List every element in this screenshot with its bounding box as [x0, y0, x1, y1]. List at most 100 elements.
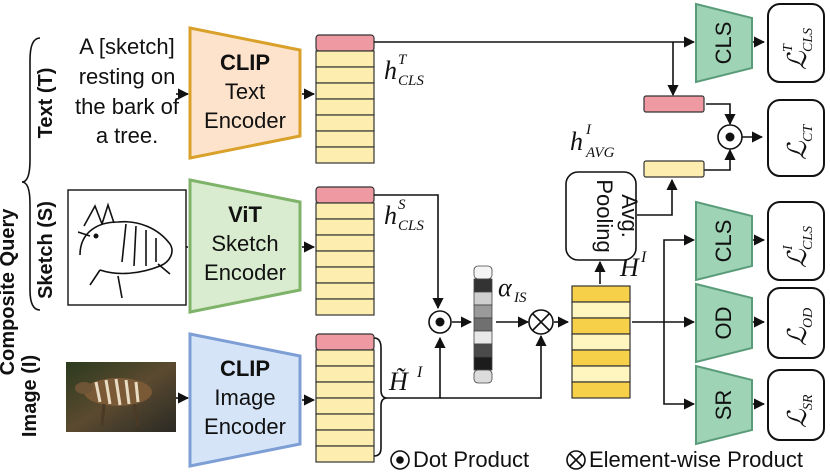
- loss-od-sub: OD: [801, 308, 816, 328]
- vit-sketch-encoder: ViT Sketch Encoder: [188, 178, 302, 314]
- legend: Dot Product Element-wise Product: [390, 447, 803, 472]
- pooling-line2: Pooling: [592, 179, 617, 252]
- image-input-label: Image (I): [19, 355, 41, 437]
- arrow-H-to-cls: [632, 234, 696, 323]
- head-cls-top-label: CLS: [711, 22, 736, 65]
- image-feature-token: [315, 445, 375, 463]
- H-cell: [571, 301, 631, 319]
- text-feature-token: [315, 98, 375, 116]
- text-line-4: a tree.: [96, 123, 158, 148]
- text-encoder-line2: Encoder: [204, 108, 286, 133]
- H-sup: I: [640, 249, 647, 266]
- alpha-cell: [473, 369, 493, 384]
- H-cell: [571, 333, 631, 351]
- H-cell: [571, 381, 631, 399]
- legend-dot-label: Dot Product: [413, 447, 529, 472]
- image-feature-token: [315, 429, 375, 447]
- head-od-label: OD: [711, 307, 736, 340]
- clip-image-encoder: CLIP Image Encoder: [188, 332, 302, 468]
- sketch-feature-token: [315, 266, 375, 284]
- elementwise-product-operator: [528, 309, 554, 335]
- head-cls-top: CLS: [695, 2, 753, 84]
- head-sr-label: SR: [711, 390, 736, 421]
- h-avg-sub: AVG: [585, 145, 615, 161]
- loss-ct: ℒ CT: [767, 99, 825, 177]
- loss-ct-sub: CT: [801, 124, 816, 142]
- h-cls-sketch-main: h: [384, 201, 397, 230]
- h-tilde-image-label: H̃ I: [388, 364, 423, 396]
- image-feature-token: [315, 365, 375, 383]
- text-line-2: resting on: [79, 64, 176, 89]
- sketch-feature-cls-token: [315, 186, 375, 204]
- H-cell: [571, 317, 631, 335]
- text-encoder-title: CLIP: [220, 50, 270, 75]
- ct-dot-operator: [717, 124, 743, 150]
- sketch-input-label: Sketch (S): [35, 201, 57, 299]
- H-feature-vector: [571, 285, 631, 399]
- image-feature-token: [315, 397, 375, 415]
- sketch-feature-token: [315, 218, 375, 236]
- sketch-feature-token: [315, 202, 375, 220]
- loss-cls-image-main: ℒ: [783, 248, 812, 268]
- h-cls-sketch-sub: CLS: [398, 218, 424, 234]
- text-encoder-shape: [188, 26, 302, 160]
- alpha-cell: [473, 343, 493, 358]
- loss-sr: ℒ SR: [767, 369, 825, 441]
- h-cls-sketch-label: h S CLS: [384, 197, 424, 234]
- text-feature-token: [315, 50, 375, 68]
- image-feature-token: [315, 349, 375, 367]
- alpha-cell: [473, 278, 493, 293]
- loss-sr-main: ℒ: [783, 408, 812, 428]
- sketch-feature-token: [315, 282, 375, 300]
- arrow-avg-to-dot: [704, 148, 736, 171]
- h-cls-text-sup: T: [398, 52, 408, 68]
- sketch-encoder-line2: Encoder: [204, 260, 286, 285]
- image-encoder-line1: Image: [214, 385, 275, 410]
- image-encoder-shape: [188, 332, 302, 468]
- alpha-main: α: [498, 273, 513, 302]
- image-feature-stack: [315, 333, 375, 463]
- h-tilde-sup: I: [416, 364, 423, 381]
- arrow-text-cls-to-dot: [706, 103, 736, 126]
- composite-query-label: Composite Query: [0, 208, 19, 376]
- image-encoder-title: CLIP: [220, 356, 270, 381]
- text-feature-stack: [315, 34, 375, 164]
- image-stack-brace: [373, 337, 388, 457]
- alpha-cell: [473, 330, 493, 345]
- loss-cls-image: ℒ I CLS: [767, 201, 825, 281]
- sketch-feature-stack: [315, 186, 375, 316]
- h-avg-main: h: [570, 127, 583, 156]
- text-feature-token: [315, 66, 375, 84]
- text-feature-token: [315, 114, 375, 132]
- alpha-cell: [473, 291, 493, 306]
- loss-cls-image-sup: I: [781, 244, 796, 251]
- sketch-image: [67, 189, 187, 306]
- H-cell: [571, 349, 631, 367]
- text-input-label: Text (T): [35, 68, 57, 139]
- sketch-feature-token: [315, 250, 375, 268]
- h-avg-sup: I: [585, 122, 592, 138]
- sketch-feature-token: [315, 234, 375, 252]
- alpha-vector: [473, 265, 493, 384]
- h-cls-text-label: h T CLS: [384, 52, 424, 89]
- pooling-line1: Avg.: [617, 194, 642, 238]
- composite-brace: [21, 37, 41, 311]
- h-cls-text-main: h: [384, 56, 397, 85]
- loss-cls-text-sup: T: [781, 43, 796, 52]
- loss-cls-text-main: ℒ: [783, 50, 812, 70]
- image-encoder-line2: Encoder: [204, 414, 286, 439]
- legend-dot-icon: [390, 450, 410, 470]
- avg-pooling-block: Avg. Pooling: [565, 171, 642, 261]
- legend-elementwise-icon: [566, 450, 586, 470]
- alpha-cell: [473, 317, 493, 332]
- text-feature-cls-token: [315, 34, 375, 52]
- sketch-feature-token: [315, 298, 375, 316]
- loss-sr-sub: SR: [801, 394, 816, 410]
- loss-cls-image-sub: CLS: [801, 226, 816, 250]
- loss-ct-main: ℒ: [783, 140, 812, 160]
- image-feature-token: [315, 381, 375, 399]
- arrow-image-to-mult: [440, 334, 547, 399]
- text-cls-token-copy: [643, 95, 705, 113]
- text-line-1: A [sketch]: [79, 34, 174, 59]
